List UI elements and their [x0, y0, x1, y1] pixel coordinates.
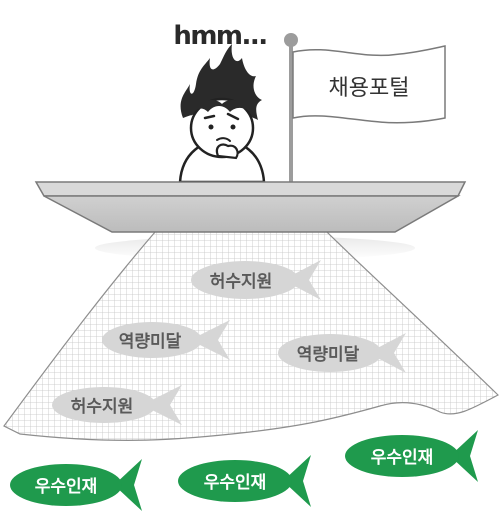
right-eye	[230, 124, 236, 130]
flag: 채용포털	[284, 33, 446, 184]
free-fish-label: 우수인재	[204, 473, 267, 493]
left-eyebrow	[203, 114, 216, 120]
free-fish: 우수인재	[178, 455, 311, 507]
net-fish-label: 허수지원	[71, 397, 134, 417]
flag-pole	[289, 42, 293, 184]
fishing-net	[3, 205, 500, 441]
right-eyebrow	[226, 112, 240, 121]
mouth	[216, 137, 231, 142]
net-fish-label: 역량미달	[297, 344, 360, 365]
free-fish-label: 우수인재	[371, 448, 434, 468]
boat	[34, 181, 467, 233]
net-fish: 역량미달	[102, 320, 230, 360]
boat-deck	[34, 181, 467, 197]
net-fish-label: 역량미달	[119, 331, 182, 352]
boat-hull	[43, 195, 461, 233]
free-fish: 우수인재	[10, 459, 142, 511]
flag-text: 채용포털	[329, 76, 410, 101]
net-fish: 역량미달	[278, 333, 406, 373]
free-fish-label: 우수인재	[35, 477, 98, 497]
hand	[215, 143, 239, 160]
net-fish-label: 허수지원	[210, 272, 273, 292]
character	[178, 44, 266, 184]
flag-cloth	[292, 45, 446, 124]
net-fish: 허수지원	[52, 385, 182, 425]
free-fish: 우수인재	[345, 430, 478, 482]
character-hair	[180, 44, 262, 120]
net-fish-layer: 허수지원 역량미달 역량미달 허수지원	[52, 260, 406, 425]
flag-pole-knob	[284, 33, 298, 47]
left-eye	[208, 124, 214, 130]
net-fish: 허수지원	[191, 260, 321, 300]
thought-text: hmm...	[173, 21, 266, 51]
free-fish-layer: 우수인재 우수인재 우수인재	[10, 430, 478, 511]
character-hair-front	[191, 100, 254, 116]
